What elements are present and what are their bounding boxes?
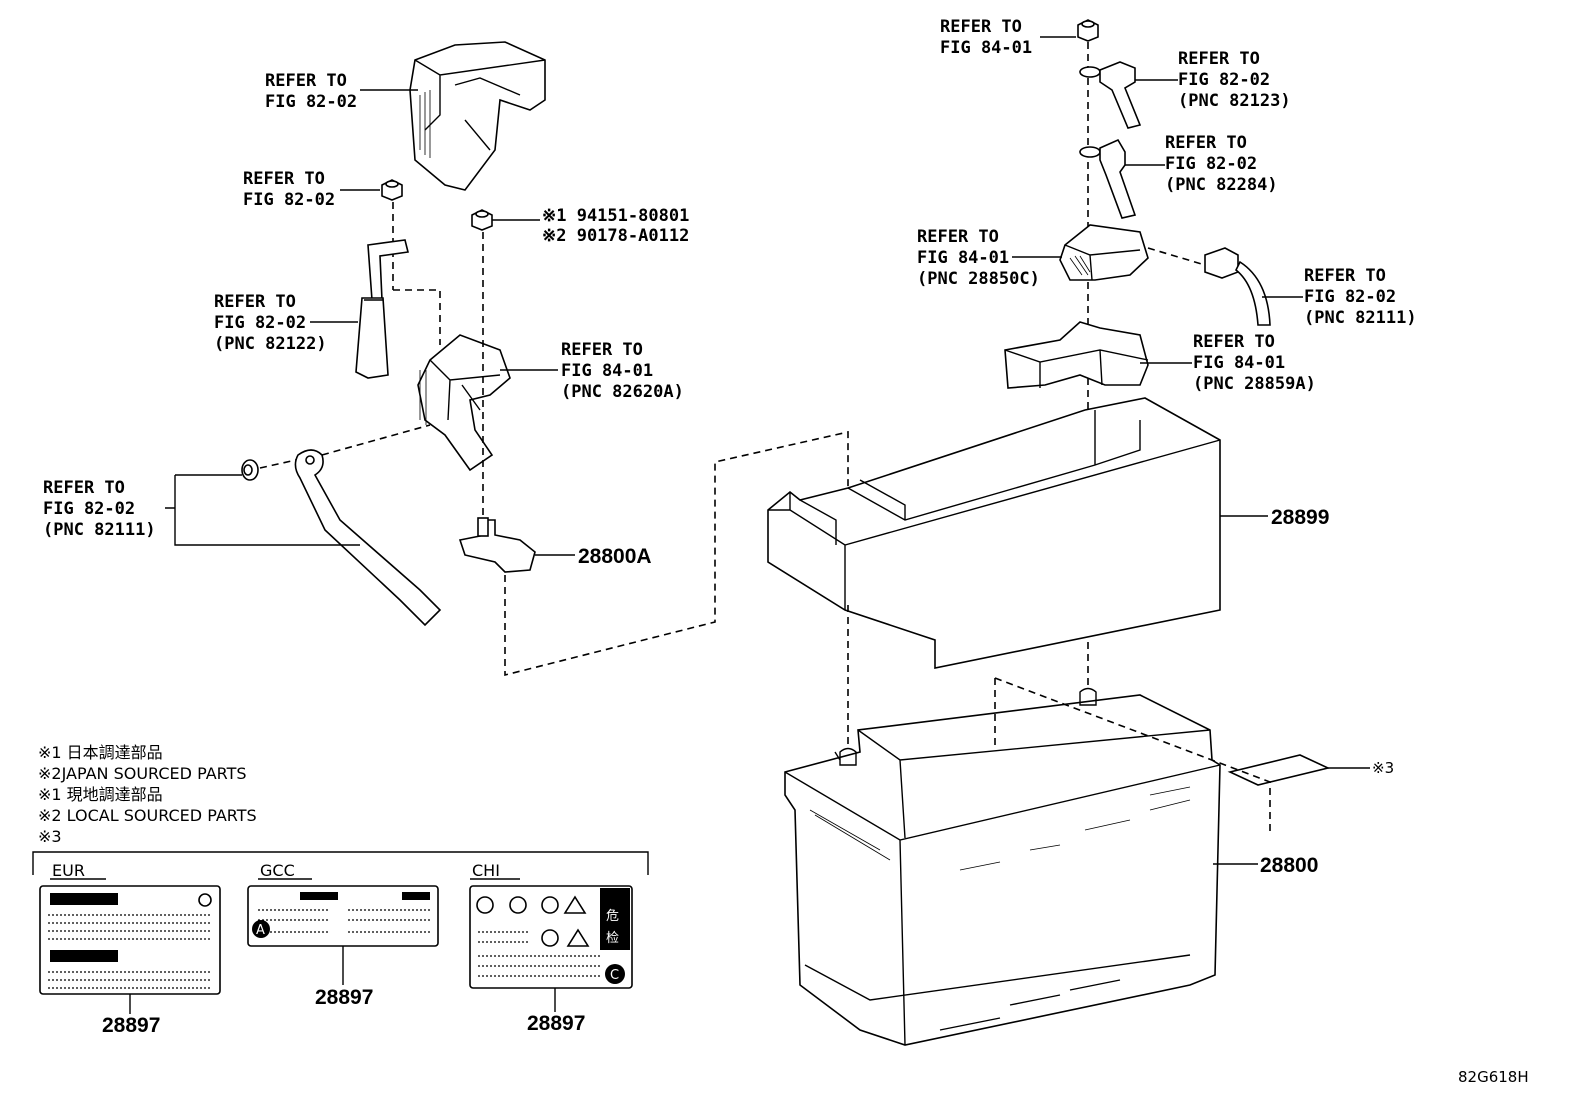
svg-text:FIG 82-02: FIG 82-02	[1178, 70, 1270, 90]
battery-28800	[784, 687, 1221, 1046]
svg-text:FIG 84-01: FIG 84-01	[940, 38, 1032, 58]
part-number-28800: 28800	[1260, 854, 1318, 877]
svg-text:REFER TO: REFER TO	[265, 71, 347, 91]
ref-fuse-28850C: REFER TO FIG 84-01 (PNC 28850C)	[917, 227, 1040, 289]
svg-text:REFER TO: REFER TO	[940, 17, 1022, 37]
svg-text:FIG 82-02: FIG 82-02	[243, 190, 335, 210]
svg-text:FIG 82-02: FIG 82-02	[1304, 287, 1396, 307]
label-gcc-mark: A	[256, 923, 265, 938]
svg-text:FIG 84-01: FIG 84-01	[1193, 353, 1285, 373]
ref-nut-right: REFER TO FIG 84-01	[940, 17, 1032, 58]
label-3	[1227, 754, 1331, 786]
label-chi-glyph-1: 危	[606, 909, 619, 924]
svg-text:(PNC 82620A): (PNC 82620A)	[561, 382, 684, 402]
svg-text:※1 日本調達部品: ※1 日本調達部品	[38, 743, 163, 762]
label-box	[32, 851, 649, 875]
svg-text:(PNC 82111): (PNC 82111)	[43, 520, 156, 540]
svg-text:FIG 82-02: FIG 82-02	[214, 313, 306, 333]
svg-text:(PNC 28859A): (PNC 28859A)	[1193, 374, 1316, 394]
nut-left	[381, 179, 403, 201]
svg-text:(PNC 82122): (PNC 82122)	[214, 334, 327, 354]
part-number-28800A: 28800A	[578, 545, 652, 568]
ref-wire-82284: REFER TO FIG 82-02 (PNC 82284)	[1165, 133, 1278, 195]
svg-text:※2 90178-A0112: ※2 90178-A0112	[542, 226, 689, 246]
svg-text:FIG 82-02: FIG 82-02	[43, 499, 135, 519]
ref-nut-part-numbers: ※1 94151-80801 ※2 90178-A0112	[542, 206, 689, 246]
svg-text:REFER TO: REFER TO	[214, 292, 296, 312]
ref-wire-82123: REFER TO FIG 82-02 (PNC 82123)	[1178, 49, 1291, 111]
wire-82284	[1079, 138, 1137, 219]
svg-text:FIG 82-02: FIG 82-02	[1165, 154, 1257, 174]
ref-nut-left: REFER TO FIG 82-02	[243, 169, 335, 210]
ref-cable-82111-left: REFER TO FIG 82-02 (PNC 82111)	[43, 478, 156, 540]
label-gcc	[247, 885, 439, 947]
fuse-28850C	[1059, 224, 1149, 281]
diagram-code: 82G618H	[1458, 1068, 1529, 1086]
svg-text:REFER TO: REFER TO	[1304, 266, 1386, 286]
label-region-gcc: GCC	[260, 861, 295, 880]
svg-text:(PNC 82284): (PNC 82284)	[1165, 175, 1278, 195]
svg-text:※2JAPAN SOURCED PARTS: ※2JAPAN SOURCED PARTS	[38, 764, 247, 783]
wire-82123	[1079, 61, 1142, 129]
svg-text:FIG 82-02: FIG 82-02	[265, 92, 357, 112]
ref-cover-28859A: REFER TO FIG 84-01 (PNC 28859A)	[1193, 332, 1316, 394]
svg-text:FIG 84-01: FIG 84-01	[917, 248, 1009, 268]
bolt-left	[241, 459, 259, 481]
svg-text:(PNC 28850C): (PNC 28850C)	[917, 269, 1040, 289]
label-region-eur: EUR	[52, 861, 85, 880]
nut-right-top	[471, 209, 493, 231]
wire-82111-right	[1204, 247, 1271, 326]
label-region-chi: CHI	[472, 861, 500, 880]
label-ref-3: ※3	[1372, 759, 1394, 777]
label-chi	[469, 885, 633, 989]
cable-82122	[355, 239, 409, 379]
terminal-28800A	[458, 517, 536, 573]
svg-text:※1 現地調達部品: ※1 現地調達部品	[38, 785, 163, 804]
ref-clamp-82620A: REFER TO FIG 84-01 (PNC 82620A)	[561, 340, 684, 402]
svg-text:REFER TO: REFER TO	[43, 478, 125, 498]
label-chi-glyph-2: 检	[606, 931, 619, 946]
svg-text:REFER TO: REFER TO	[1178, 49, 1260, 69]
ref-cover-top: REFER TO FIG 82-02	[265, 71, 357, 112]
nut-top-right	[1077, 19, 1099, 42]
terminal-cover-left	[409, 41, 546, 191]
svg-text:※3: ※3	[38, 827, 62, 846]
svg-text:REFER TO: REFER TO	[561, 340, 643, 360]
svg-text:REFER TO: REFER TO	[1193, 332, 1275, 352]
ref-wire-82111-right: REFER TO FIG 82-02 (PNC 82111)	[1304, 266, 1417, 328]
svg-text:(PNC 82111): (PNC 82111)	[1304, 308, 1417, 328]
battery-tray-28899	[767, 397, 1221, 669]
cover-28859A	[1004, 321, 1149, 389]
part-number-label-gcc: 28897	[315, 986, 373, 1009]
ref-cable-82122: REFER TO FIG 82-02 (PNC 82122)	[214, 292, 327, 354]
svg-text:REFER TO: REFER TO	[917, 227, 999, 247]
part-number-label-eur: 28897	[102, 1014, 160, 1037]
svg-text:FIG 84-01: FIG 84-01	[561, 361, 653, 381]
svg-text:REFER TO: REFER TO	[1165, 133, 1247, 153]
part-number-28899: 28899	[1271, 506, 1329, 529]
svg-text:※2 LOCAL SOURCED PARTS: ※2 LOCAL SOURCED PARTS	[38, 806, 257, 825]
part-number-label-chi: 28897	[527, 1012, 585, 1035]
clamp-82620A	[417, 334, 511, 472]
label-chi-mark: C	[610, 968, 619, 983]
label-eur	[39, 885, 221, 995]
svg-text:※1 94151-80801: ※1 94151-80801	[542, 206, 689, 226]
svg-text:(PNC 82123): (PNC 82123)	[1178, 91, 1291, 111]
svg-text:REFER TO: REFER TO	[243, 169, 325, 189]
notes: ※1 日本調達部品 ※2JAPAN SOURCED PARTS ※1 現地調達部…	[38, 743, 257, 846]
cable-82111-left	[294, 449, 442, 627]
